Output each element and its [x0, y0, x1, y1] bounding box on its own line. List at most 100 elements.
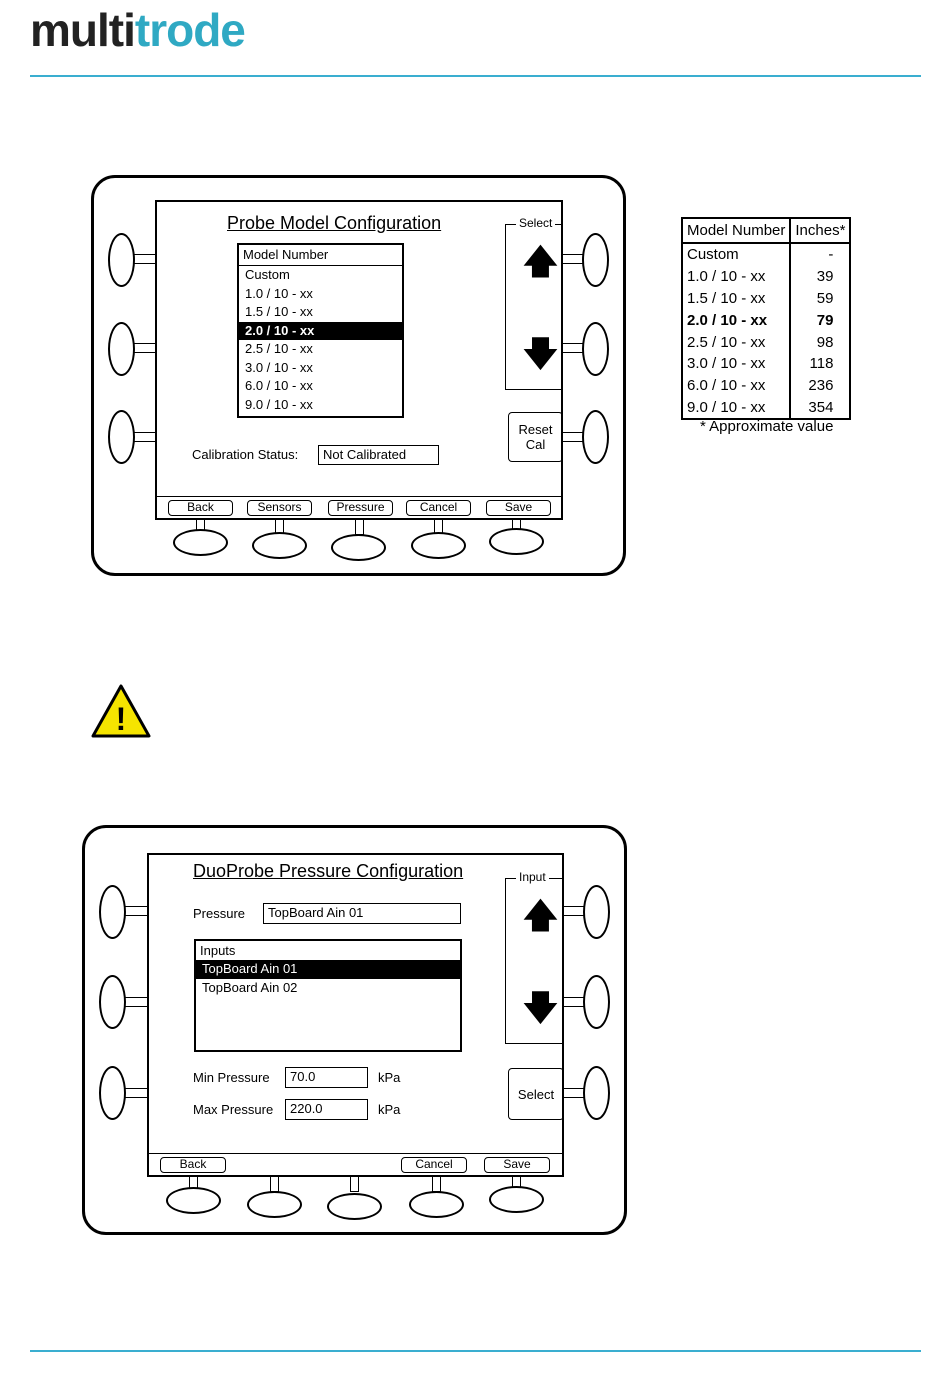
min-pressure-unit: kPa [378, 1070, 401, 1085]
model-number-listbox[interactable]: Model Number Custom 1.0 / 10 - xx 1.5 / … [237, 243, 404, 418]
inches-cell: 98 [789, 331, 851, 353]
hard-button-stem [132, 254, 156, 264]
list-item[interactable]: Custom [245, 267, 290, 282]
inputs-listbox[interactable]: Inputs TopBoard Ain 01 TopBoard Ain 02 [194, 939, 462, 1052]
footer-rule [30, 1350, 921, 1352]
inches-cell: 59 [789, 287, 851, 310]
list-item[interactable]: 9.0 / 10 - xx [245, 396, 313, 412]
reset-cal-button[interactable]: Reset Cal [508, 412, 561, 462]
bottom-hard-button-2[interactable] [252, 532, 307, 559]
min-pressure-label: Min Pressure [193, 1070, 270, 1085]
back-softkey[interactable]: Back [168, 500, 233, 516]
cancel-softkey[interactable]: Cancel [401, 1157, 467, 1173]
model-cell: 2.5 / 10 - xx [687, 333, 766, 351]
bottom-hard-button-4[interactable] [411, 532, 466, 559]
list-item[interactable]: 2.5 / 10 - xx [245, 341, 313, 356]
inches-cell: - [789, 243, 851, 266]
model-cell: 3.0 / 10 - xx [687, 355, 766, 373]
list-item[interactable]: 1.0 / 10 - xx [245, 285, 313, 301]
arrow-down-icon[interactable]: 🡇 [523, 335, 558, 373]
left-hard-button-2[interactable] [108, 322, 135, 376]
table-footnote: * Approximate value [700, 418, 834, 435]
arrow-up-icon[interactable]: 🡅 [523, 243, 558, 281]
left-hard-button-3[interactable] [99, 1066, 126, 1120]
calibration-status-label: Calibration Status: [192, 447, 299, 462]
max-pressure-label: Max Pressure [193, 1102, 274, 1117]
softkey-bar: Back Cancel Save [149, 1153, 562, 1175]
warning-triangle-icon: ! [91, 684, 151, 738]
model-reference-table: Model Number Inches* Custom - 1.0 / 10 - … [680, 217, 852, 421]
hard-button-stem [132, 343, 156, 353]
min-pressure-field[interactable]: 70.0 [285, 1067, 368, 1088]
right-hard-button-2[interactable] [583, 975, 610, 1029]
hard-button-stem [355, 518, 364, 535]
hard-button-stem [350, 1175, 359, 1192]
bottom-hard-button-3[interactable] [331, 534, 386, 561]
right-hard-button-3[interactable] [582, 410, 609, 464]
screen-title: DuoProbe Pressure Configuration [193, 861, 464, 881]
inches-cell: 236 [789, 374, 851, 397]
pressure-softkey[interactable]: Pressure [328, 500, 393, 516]
listbox-header: Model Number [239, 245, 402, 266]
bottom-hard-button-5[interactable] [489, 1186, 544, 1213]
model-cell: 6.0 / 10 - xx [687, 377, 766, 395]
model-cell: 1.5 / 10 - xx [687, 289, 766, 307]
hard-button-stem [124, 997, 148, 1007]
listbox-header: Inputs [200, 943, 236, 958]
list-item[interactable]: 3.0 / 10 - xx [245, 359, 313, 375]
calibration-status-value: Not Calibrated [318, 445, 439, 465]
table-row: Custom - [682, 243, 851, 266]
left-hard-button-1[interactable] [99, 885, 126, 939]
header-rule [30, 75, 921, 77]
list-item[interactable]: TopBoard Ain 02 [202, 979, 298, 995]
model-cell: 9.0 / 10 - xx [687, 398, 766, 416]
back-softkey[interactable]: Back [160, 1157, 226, 1173]
left-hard-button-1[interactable] [108, 233, 135, 287]
inches-cell: 39 [789, 265, 851, 288]
table-header: Model Number [680, 217, 792, 244]
bottom-hard-button-1[interactable] [166, 1187, 221, 1214]
model-cell: Custom [687, 246, 739, 264]
list-item-selected[interactable]: TopBoard Ain 01 [196, 960, 460, 979]
list-item-selected[interactable]: 2.0 / 10 - xx [239, 321, 402, 340]
table-row: 1.0 / 10 - xx 39 [682, 265, 851, 288]
pressure-input-field[interactable]: TopBoard Ain 01 [263, 903, 461, 924]
bottom-hard-button-1[interactable] [173, 529, 228, 556]
pressure-label: Pressure [193, 906, 246, 921]
right-hard-button-1[interactable] [582, 233, 609, 287]
left-hard-button-3[interactable] [108, 410, 135, 464]
arrow-up-icon[interactable]: 🡅 [523, 897, 558, 935]
multitrode-logo: multitrode [30, 4, 246, 56]
max-pressure-field[interactable]: 220.0 [285, 1099, 368, 1120]
list-item[interactable]: 6.0 / 10 - xx [245, 378, 313, 393]
list-item[interactable]: 1.5 / 10 - xx [245, 304, 313, 319]
bottom-hard-button-5[interactable] [489, 528, 544, 555]
right-hard-button-1[interactable] [583, 885, 610, 939]
bottom-hard-button-3[interactable] [327, 1193, 382, 1220]
model-cell: 1.0 / 10 - xx [687, 268, 766, 286]
inches-cell: 118 [789, 352, 851, 375]
right-hard-button-3[interactable] [583, 1066, 610, 1120]
select-caption: Select [516, 216, 556, 230]
arrow-down-icon[interactable]: 🡇 [523, 989, 558, 1027]
bottom-hard-button-2[interactable] [247, 1191, 302, 1218]
inches-cell: 79 [789, 309, 851, 332]
table-row: 6.0 / 10 - xx 236 [682, 374, 851, 397]
bottom-hard-button-4[interactable] [409, 1191, 464, 1218]
screen-title: Probe Model Configuration [227, 213, 442, 233]
table-header: Inches* [789, 217, 852, 244]
right-hard-button-2[interactable] [582, 322, 609, 376]
table-row: 2.5 / 10 - xx 98 [682, 331, 851, 353]
table-row: 1.5 / 10 - xx 59 [682, 287, 851, 310]
hard-button-stem [132, 432, 156, 442]
input-group: Input 🡅 🡇 [505, 870, 562, 1044]
hard-button-stem [270, 1175, 279, 1192]
select-button[interactable]: Select [508, 1068, 562, 1120]
warning-glyph: ! [116, 701, 127, 737]
cancel-softkey[interactable]: Cancel [406, 500, 471, 516]
save-softkey[interactable]: Save [484, 1157, 550, 1173]
left-hard-button-2[interactable] [99, 975, 126, 1029]
sensors-softkey[interactable]: Sensors [247, 500, 312, 516]
save-softkey[interactable]: Save [486, 500, 551, 516]
